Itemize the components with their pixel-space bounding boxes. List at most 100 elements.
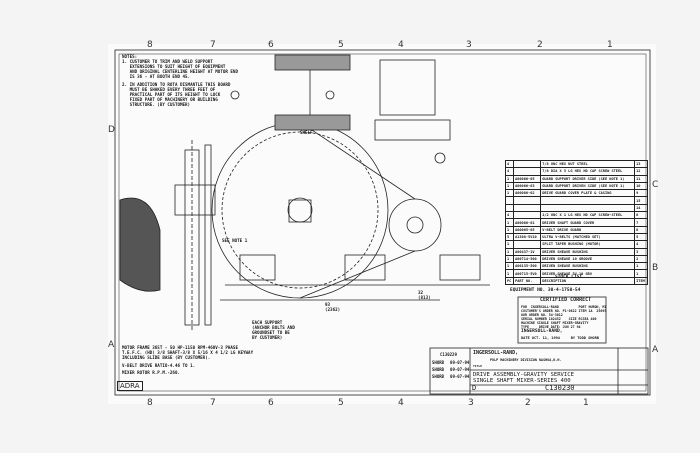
certified-title: CERTIFIED CORRECT — [540, 297, 592, 303]
revision-cell: 09-07-94 — [450, 367, 470, 372]
title-label: TITLE — [473, 364, 483, 368]
parts-cell: 1 — [504, 174, 515, 183]
parts-cell: 10 — [634, 181, 648, 191]
certified-line: TYPE DRIVE DATE: JUN 27 94 — [521, 325, 581, 329]
parts-cell: DRIVER SHEAVE BUSHING — [540, 247, 636, 256]
parts-cell: DRIVER SHAFT GUARD COVER — [540, 218, 636, 227]
dim-93-label: 93 (2362) — [325, 302, 341, 312]
each-support-callout: EACH SUPPORT (ANCHOR BOLTS AND GROUNDSET… — [252, 320, 295, 340]
notes-title: NOTES: — [122, 54, 138, 59]
zone-top-3: 3 — [466, 40, 472, 50]
title-block — [429, 347, 649, 395]
parts-cell: A00437-1V — [513, 247, 542, 256]
zone-top-4: 4 — [398, 40, 404, 50]
revision-cell: SHORB — [432, 374, 445, 379]
base-left — [239, 254, 276, 281]
parts-cell: 9 — [634, 189, 648, 198]
driven-sheave-inner — [221, 131, 379, 289]
zone-right-b: B — [652, 263, 659, 273]
parts-cell — [513, 240, 542, 249]
hatch-bottom — [274, 114, 351, 131]
parts-cell: 1 — [504, 225, 515, 234]
parts-cell: 5 — [634, 232, 648, 242]
parts-cell: 1 — [504, 181, 515, 191]
revision-cell: 09-07-94 — [450, 374, 470, 379]
parts-cell: 4 — [504, 159, 515, 169]
zone-bottom-2: 2 — [525, 398, 531, 408]
reference-number: C130229 — [440, 352, 457, 357]
revision-cell: SHORB — [432, 367, 445, 372]
parts-cell: A00065-05 — [513, 225, 542, 234]
parts-cell: 1 — [504, 218, 515, 227]
parts-cell: 1 — [504, 240, 515, 249]
parts-cell: A00086-02 — [513, 189, 542, 198]
parts-cell: DRIVE GUARD COVER PLATE & CASING — [540, 189, 636, 198]
certified-date: DATE OCT. 11, 1994 BY TODD SHORB — [521, 336, 599, 340]
zone-top-6: 6 — [268, 40, 274, 50]
zone-bottom-7: 7 — [210, 398, 216, 408]
parts-header-cell: PC — [504, 276, 515, 286]
parts-cell: 15 — [634, 196, 648, 205]
balloon — [434, 152, 446, 164]
parts-cell: DRIVEN SHEAVE 10 GROOVE — [540, 254, 636, 264]
parts-cell — [513, 159, 542, 169]
parts-cell: 1 — [504, 269, 515, 278]
parts-cell: A00135-500 — [513, 262, 542, 271]
zone-bottom-3: 3 — [468, 398, 474, 408]
zone-top-5: 5 — [338, 40, 344, 50]
parts-cell: 14 — [634, 203, 648, 213]
zone-bottom-4: 4 — [398, 398, 404, 408]
equipment-number: EQUIPMENT NO. 30-4-1750-54 — [510, 288, 581, 293]
parts-cell: 7/8 UNC HEX NUT STEEL — [540, 159, 636, 169]
parts-cell — [513, 196, 542, 205]
scan-shadow — [119, 197, 161, 292]
parts-cell: 3 — [634, 247, 648, 256]
parts-cell: 12 — [634, 167, 648, 176]
title-company: INGERSOLL-RAND, — [473, 350, 519, 356]
parts-cell — [504, 203, 515, 213]
parts-cell: ULTRA V-BELTS (MATCHED SET) — [540, 232, 636, 242]
parts-cell: GUARD SUPPORT DRIVER SIDE (SEE NOTE 1) — [540, 174, 636, 183]
base-mid — [344, 254, 386, 281]
parts-cell: 1 — [504, 262, 515, 271]
parts-cell: DRIVEN SHEAVE BUSHING — [540, 262, 636, 271]
drawing-border — [114, 49, 651, 396]
parts-cell — [540, 203, 636, 213]
parts-cell: 1 — [634, 269, 648, 278]
parts-cell: A00066-03 — [513, 181, 542, 191]
parts-cell: DRIVER SHEAVE 5V 10 GRV — [540, 269, 636, 278]
drawing-number: C130230 — [545, 384, 575, 392]
belt-upper — [299, 121, 416, 200]
revision-cell: SHORB — [432, 360, 445, 365]
parts-cell — [513, 167, 542, 176]
zone-top-7: 7 — [210, 40, 216, 50]
parts-cell: A00714-500 — [513, 254, 542, 264]
dim-32-label: 32 (813) — [418, 290, 431, 300]
parts-cell: A00086-01 — [513, 218, 542, 227]
note-2: 2. IN ADDITION TO ROTA DISMANTLE THIS BO… — [122, 82, 231, 107]
certified-line: SERIAL NUMBER 102452 SIZE RCSEA 400 — [521, 317, 597, 321]
see-note-callout: SEE NOTE 1 — [222, 238, 248, 243]
belt-lower — [299, 250, 416, 299]
parts-cell: 4 — [634, 240, 648, 249]
motor-sheave — [174, 184, 216, 216]
zone-left-a: A — [108, 340, 115, 350]
parts-cell: 13 — [634, 159, 648, 169]
revision-row: SHORB 09-07-94 — [432, 367, 469, 372]
revision-row: SHORB 09-07-94 — [432, 374, 469, 379]
motor-frame-note: MOTOR FRAME 365T - 50 HP-1150 RPM-460V-3… — [122, 345, 254, 360]
parts-cell: 1 — [504, 247, 515, 256]
certified-company: INGERSOLL-RAND, — [521, 329, 563, 334]
